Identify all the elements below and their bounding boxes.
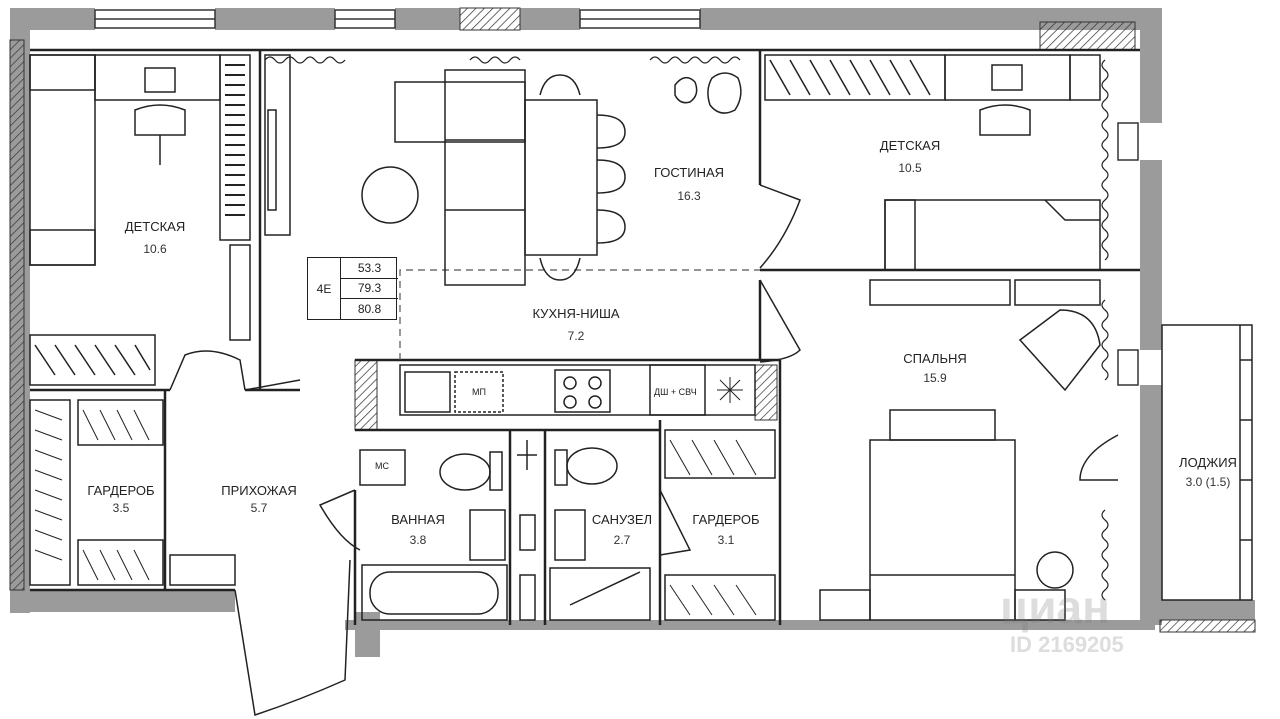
living-room-furniture — [264, 54, 742, 286]
kitchen-niche-boundary — [399, 269, 760, 360]
room-name-living: ГОСТИНАЯ — [653, 165, 725, 180]
room-area-kitchen: 7.2 — [567, 329, 585, 343]
kids-room-left-furniture — [29, 54, 251, 386]
room-area-kids-left: 10.6 — [143, 242, 167, 256]
curtains — [264, 56, 1109, 601]
room-name-kids-left: ДЕТСКАЯ — [124, 219, 186, 234]
laundry-label: МС — [375, 461, 389, 471]
bedroom-furniture — [819, 309, 1101, 621]
windows — [94, 9, 1139, 386]
bathroom-fixtures — [359, 440, 537, 621]
room-area-hallway: 5.7 — [250, 501, 268, 515]
room-name-bathroom: ВАННАЯ — [391, 512, 445, 527]
room-name-wc: САНУЗЕЛ — [591, 512, 653, 527]
exterior-walls — [10, 8, 1255, 657]
room-name-bedroom: СПАЛЬНЯ — [903, 351, 967, 366]
room-name-loggia: ЛОДЖИЯ — [1179, 455, 1237, 470]
watermark-brand: циан — [1000, 581, 1110, 633]
apartment-type-code: 4Е — [308, 258, 341, 319]
room-name-kids-right: ДЕТСКАЯ — [879, 138, 941, 153]
watermark-id: ID 2169205 — [1010, 632, 1124, 657]
wc-fixtures — [549, 447, 651, 621]
room-area-living: 16.3 — [677, 189, 701, 203]
kitchen-counter — [399, 364, 756, 416]
room-area-bedroom: 15.9 — [923, 371, 947, 385]
room-name-kitchen: КУХНЯ-НИША — [532, 306, 620, 321]
total-area-with-loggia-value: 80.8 — [357, 301, 382, 316]
room-name-hallway: ПРИХОЖАЯ — [221, 483, 297, 498]
dishwasher-oven-label: ДШ + СВЧ — [654, 387, 697, 397]
cooktop-label: МП — [472, 387, 486, 397]
total-area-value: 79.3 — [341, 278, 398, 299]
room-area-wardrobe-left: 3.5 — [112, 501, 130, 515]
room-area-bathroom: 3.8 — [409, 533, 427, 547]
loggia-outline — [1161, 324, 1253, 601]
apartment-summary-table: 4Е 53.3 79.3 80.8 — [307, 257, 398, 320]
room-area-wardrobe-right: 3.1 — [717, 533, 735, 547]
room-name-wardrobe-left: ГАРДЕРОБ — [87, 483, 155, 498]
structural-columns — [9, 7, 1256, 633]
kids-room-right-furniture — [764, 54, 1101, 306]
wardrobes — [29, 399, 776, 621]
room-area-loggia: 3.0 (1.5) — [1185, 475, 1231, 489]
living-area-value: 53.3 — [341, 258, 398, 279]
room-area-wc: 2.7 — [613, 533, 631, 547]
doors — [169, 184, 1119, 716]
room-area-kids-right: 10.5 — [898, 161, 922, 175]
room-name-wardrobe-right: ГАРДЕРОБ — [692, 512, 760, 527]
